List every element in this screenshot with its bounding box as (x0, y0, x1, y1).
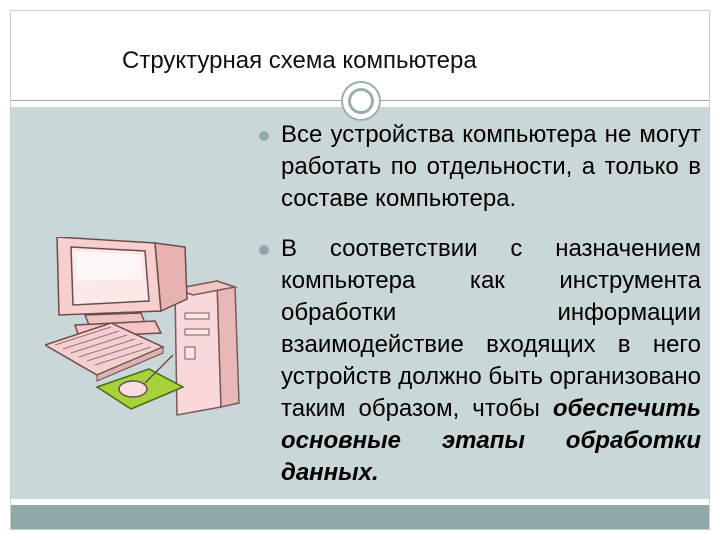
bullet-icon (259, 245, 269, 255)
bottom-bar (11, 505, 709, 529)
system-unit (172, 279, 240, 416)
page-title: Структурная схема компьютера (122, 47, 477, 74)
computer-illustration (45, 237, 240, 416)
ring-inner (348, 88, 374, 114)
keyboard (45, 322, 165, 382)
bullet-icon (259, 131, 269, 141)
monitor (56, 237, 188, 338)
bullet-text: В соответствии с назначением компьютера … (281, 235, 701, 422)
bullet-item: В соответствии с назначением компьютера … (259, 233, 701, 489)
ring-icon (341, 81, 381, 121)
bullet-item: Все устройства компьютера не могут работ… (259, 119, 701, 215)
mouse-pad (95, 354, 185, 410)
bullet-text: Все устройства компьютера не могут работ… (281, 121, 701, 212)
bullet-emphasis: обеспечить основные этапы обработки данн… (281, 395, 701, 486)
bullet-list: Все устройства компьютера не могут работ… (259, 119, 701, 507)
slide-frame: Структурная схема компьютера (10, 10, 710, 530)
